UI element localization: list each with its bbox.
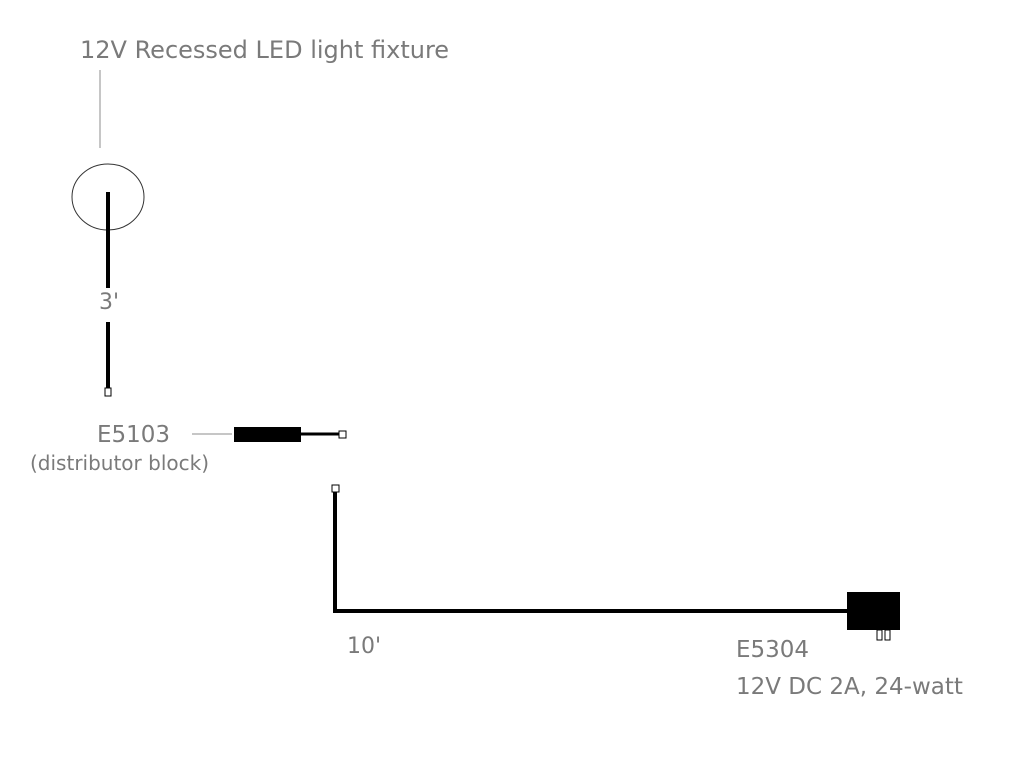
distributor-block (234, 427, 301, 442)
long-cable-length-label: 10' (347, 634, 382, 659)
power-supply-prong-right (884, 629, 891, 641)
distributor-description-label: (distributor block) (30, 451, 209, 475)
fixture-cable-connector (104, 387, 112, 397)
power-cable-connector (331, 484, 340, 493)
power-supply-body (847, 592, 900, 630)
power-supply-spec-label: 12V DC 2A, 24-watt (736, 674, 963, 700)
fixture-label: 12V Recessed LED light fixture (80, 36, 450, 64)
power-supply-prong-left (876, 629, 883, 641)
distributor-connector (338, 430, 347, 439)
power-supply-code-label: E5304 (736, 637, 810, 663)
short-cable-length-label: 3' (99, 290, 120, 315)
distributor-code-label: E5103 (97, 422, 171, 448)
